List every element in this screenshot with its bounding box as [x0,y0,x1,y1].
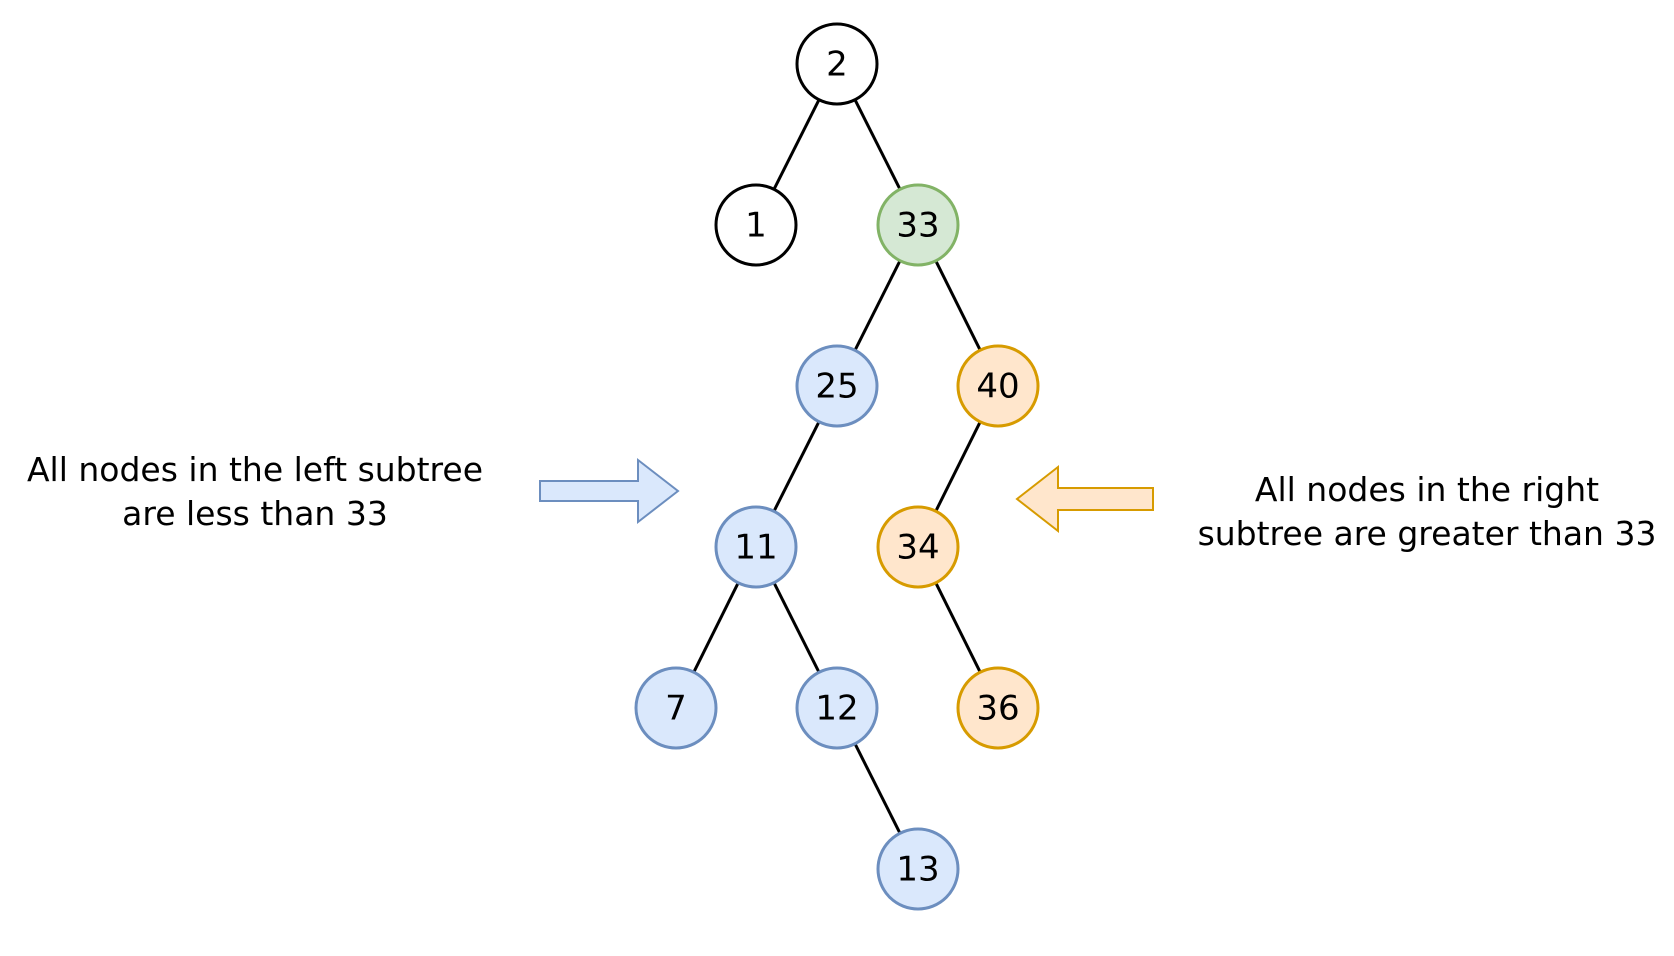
node-circle [876,183,960,267]
edge-n11-n12 [772,582,821,673]
node-circle [795,22,879,106]
tree-node-36: 36 [956,666,1040,750]
node-label: 13 [896,850,939,890]
left-subtree-note-line-2: are less than 33 [122,494,388,533]
edge-n40-n34 [934,421,982,512]
edge-n12-n13 [853,743,902,834]
annotation-arrows [539,457,1154,534]
right-subtree-note: All nodes in the right subtree are great… [1180,468,1674,556]
left-subtree-note: All nodes in the left subtree are less t… [0,448,510,536]
node-label: 2 [826,45,848,85]
node-label: 40 [976,367,1019,407]
edge-n34-n36 [934,582,982,673]
node-label: 12 [815,689,858,729]
tree-node-12: 12 [795,666,879,750]
node-label: 11 [734,528,777,568]
right-subtree-note-line-2: subtree are greater than 33 [1197,514,1657,553]
node-circle [876,505,960,589]
node-circle [795,666,879,750]
node-label: 34 [896,528,939,568]
edge-n11-n7 [692,582,740,673]
node-circle [714,505,798,589]
node-circle [956,666,1040,750]
arrow-right-icon [1015,464,1154,534]
edge-n33-n25 [853,260,902,351]
arrow-left-icon [539,457,680,525]
edge-n33-n40 [934,260,982,351]
node-label: 33 [896,206,939,246]
right-subtree-note-line-1: All nodes in the right [1254,470,1600,509]
node-label: 36 [976,689,1019,729]
left-subtree-note-line-1: All nodes in the left subtree [26,450,484,489]
tree-node-40: 40 [956,344,1040,428]
node-circle [795,344,879,428]
tree-node-11: 11 [714,505,798,589]
node-label: 25 [815,367,858,407]
tree-node-1: 1 [714,183,798,267]
node-circle [956,344,1040,428]
tree-node-25: 25 [795,344,879,428]
node-circle [634,666,718,750]
tree-node-2: 2 [795,22,879,106]
tree-nodes: 2 1 33 25 40 11 34 7 12 36 13 [634,22,1040,911]
node-label: 7 [665,689,687,729]
tree-node-7: 7 [634,666,718,750]
node-circle [876,827,960,911]
node-label: 1 [745,206,767,246]
tree-node-33: 33 [876,183,960,267]
edge-n25-n11 [772,421,821,512]
tree-node-13: 13 [876,827,960,911]
tree-node-34: 34 [876,505,960,589]
node-circle [714,183,798,267]
tree-edges [692,99,982,834]
edge-n2-n1 [772,99,821,190]
edge-n2-n33 [853,99,902,190]
